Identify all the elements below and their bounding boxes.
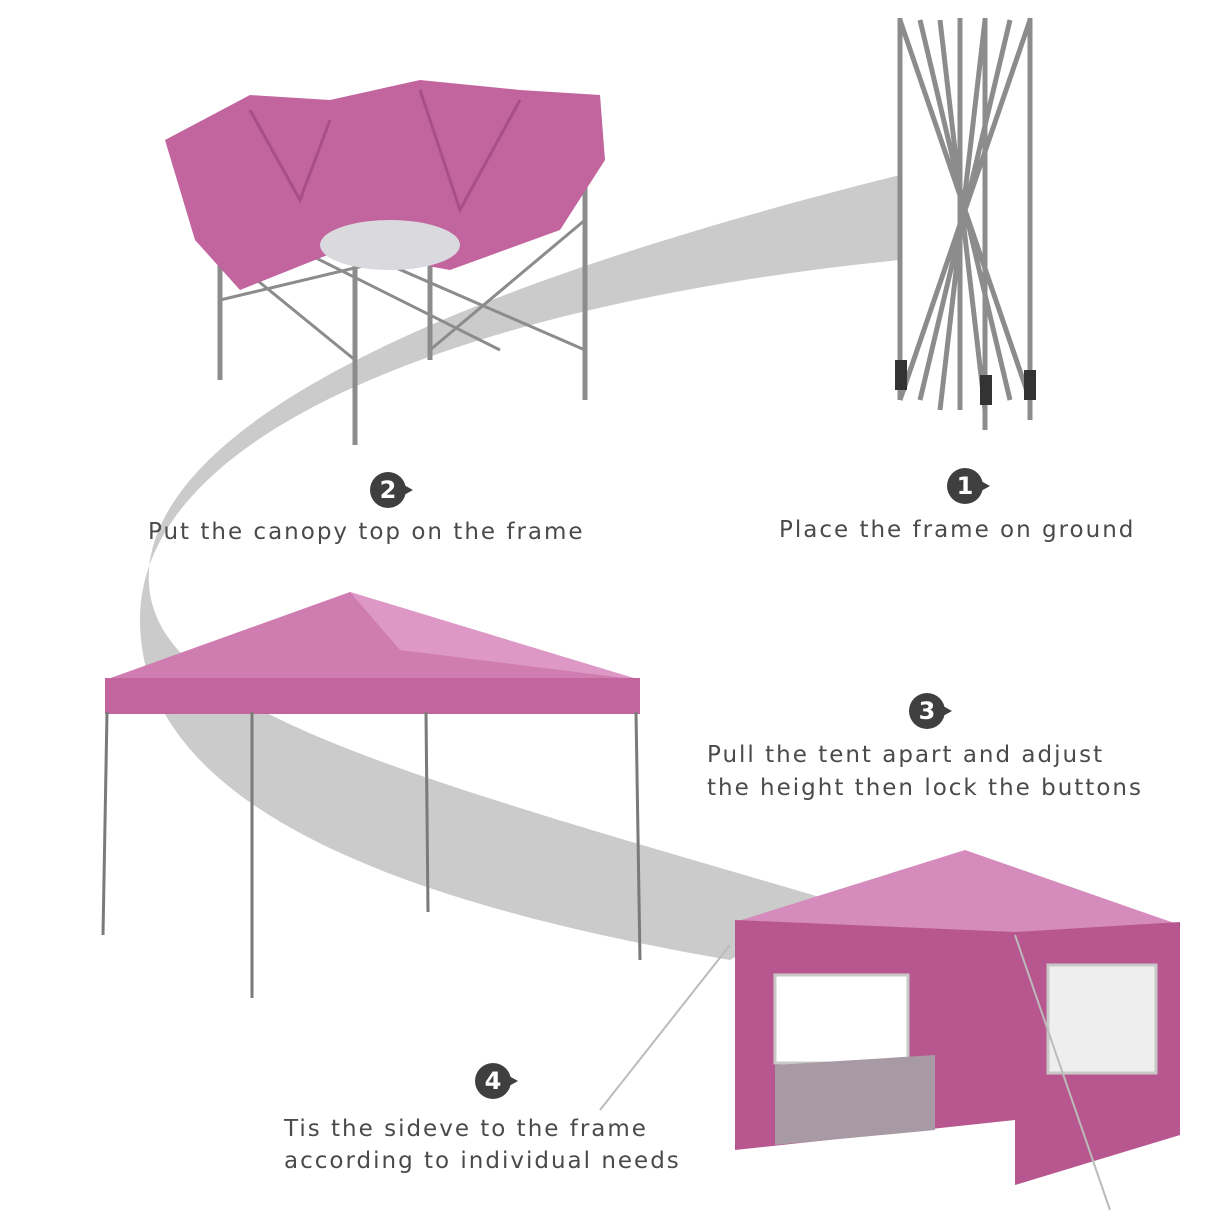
step-4-caption-line-1: Tis the sideve to the frame — [284, 1116, 648, 1142]
step-4-caption-line-2: according to individual needs — [284, 1148, 681, 1174]
step-4-badge: 4 — [475, 1063, 518, 1099]
step-2-caption: Put the canopy top on the frame — [148, 519, 585, 545]
gray-path-swoosh — [140, 175, 900, 960]
step-3-badge: 3 — [909, 693, 952, 729]
step-3-caption-line-1: Pull the tent apart and adjust — [707, 742, 1105, 768]
open-canopy-image — [101, 592, 642, 998]
step-3-caption-line-2: the height then lock the buttons — [707, 775, 1143, 801]
step-1-badge: 1 — [947, 468, 990, 504]
step-1-caption: Place the frame on ground — [779, 517, 1136, 543]
step-2-badge: 2 — [370, 472, 413, 508]
canopy-on-frame-image — [165, 80, 605, 445]
folded-frame-image — [895, 18, 1036, 430]
tent-with-sidewalls-image — [599, 850, 1180, 1211]
